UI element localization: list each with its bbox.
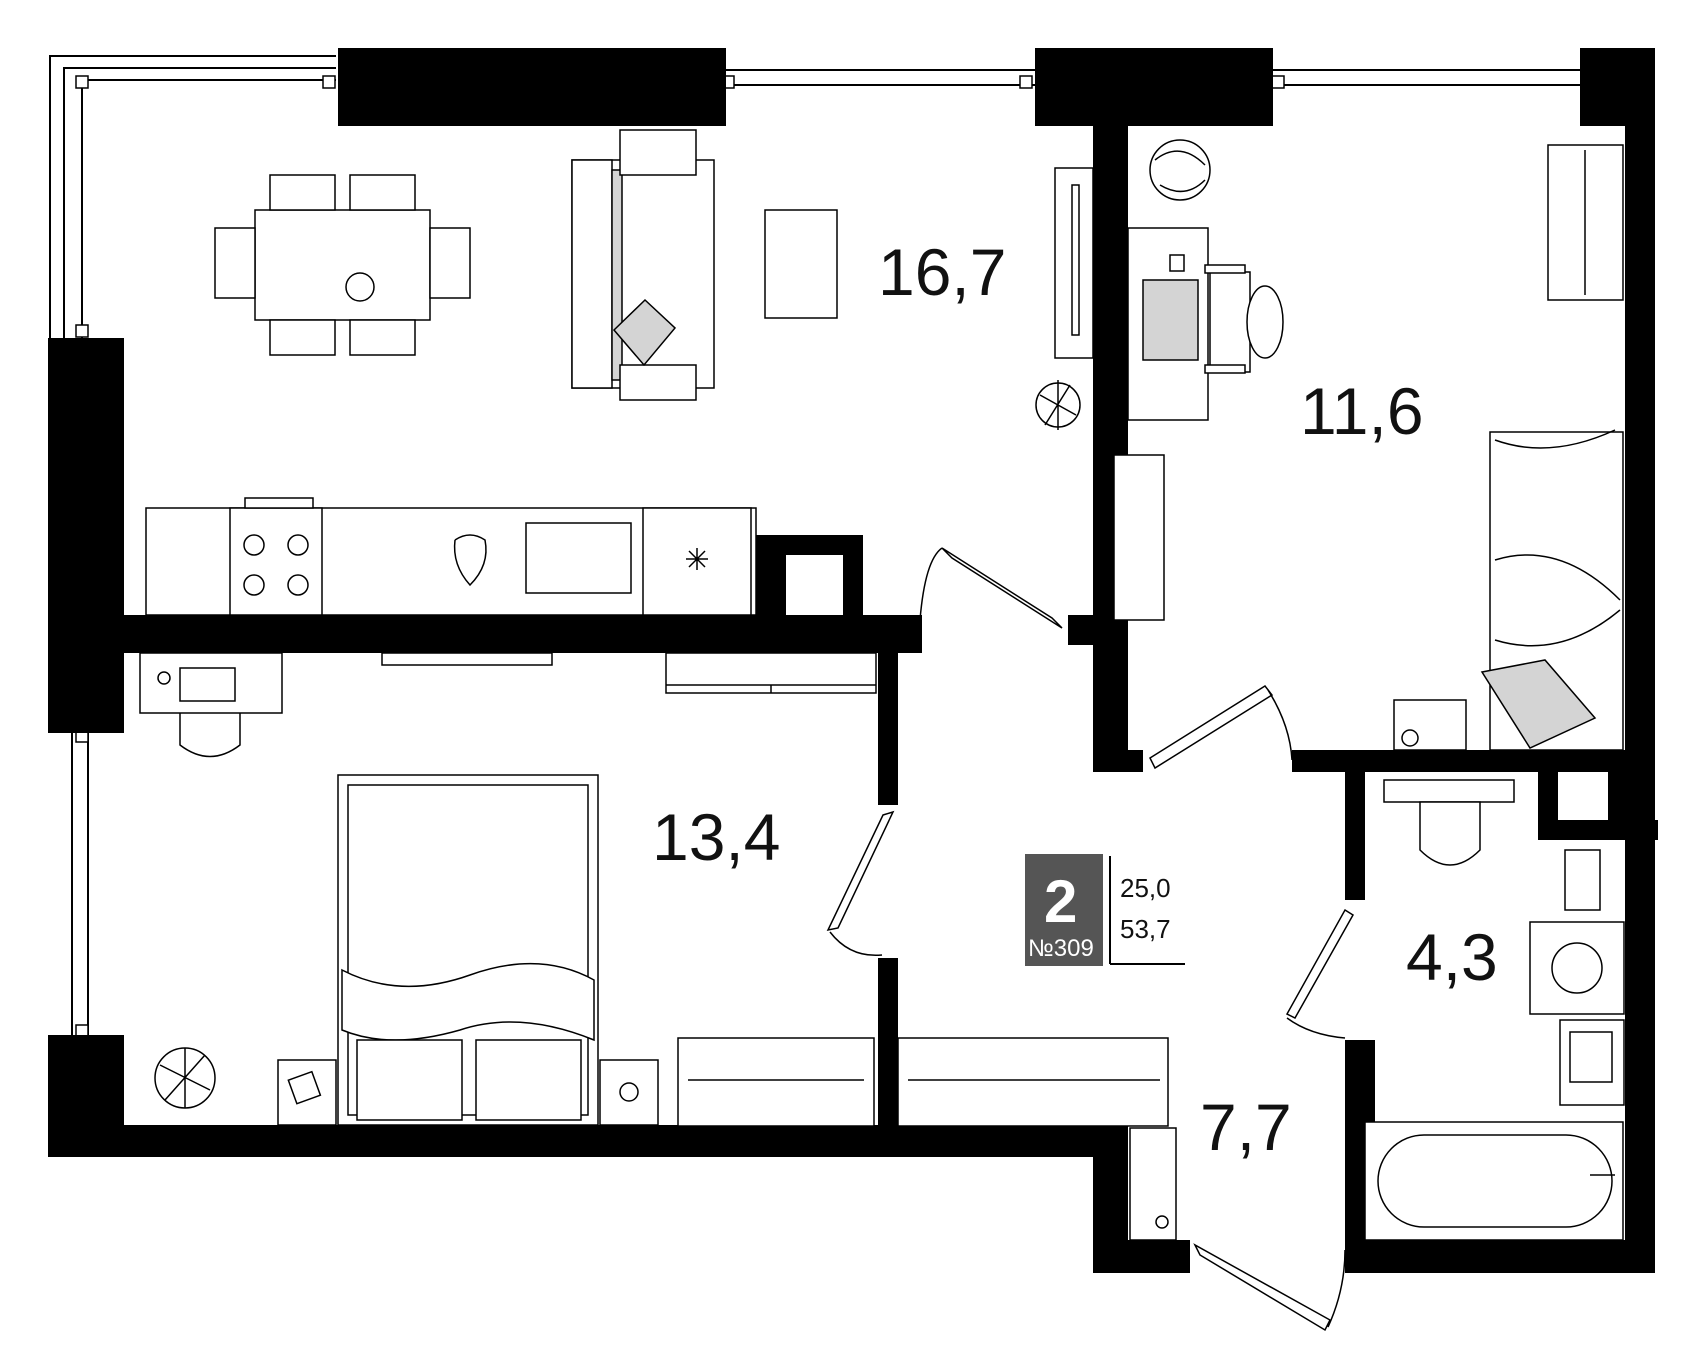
- vanity-desk: [139, 652, 283, 758]
- tv-cabinet: [1054, 167, 1094, 359]
- bathtub: [1364, 1121, 1624, 1241]
- wall-shelf: [381, 652, 553, 666]
- towel-rack: [1564, 849, 1601, 911]
- area-label-hallway: 7,7: [1200, 1090, 1292, 1164]
- doors: [826, 547, 1355, 1332]
- area-label-bathroom: 4,3: [1406, 920, 1498, 994]
- desk-with-chair: [1127, 227, 1284, 421]
- walls: [48, 48, 1658, 1273]
- apartment-badge: 2 №309 25,0 53,7: [1025, 854, 1185, 966]
- bookshelf: [1113, 454, 1165, 621]
- plant-icon-bedroom-small: [1149, 139, 1211, 201]
- radiator-bedroom: [677, 1037, 875, 1127]
- single-bed: [1480, 429, 1624, 751]
- living-area: 25,0: [1120, 873, 1171, 903]
- plant-icon-bedroom: [154, 1047, 216, 1109]
- washing-machine: [1529, 921, 1625, 1015]
- hallway-wardrobe: [897, 1037, 1169, 1127]
- electrical-panel: [1129, 1127, 1177, 1241]
- room-count: 2: [1044, 868, 1077, 935]
- sofa: [571, 129, 715, 401]
- nightstand-small: [1393, 699, 1467, 751]
- kitchen-counter: [145, 497, 757, 616]
- nightstand-left: [277, 1059, 337, 1126]
- plant-icon-living: [1035, 380, 1081, 430]
- double-bed: [337, 774, 599, 1126]
- area-label-living-kitchen: 16,7: [878, 235, 1006, 309]
- area-label-bedroom: 13,4: [652, 800, 780, 874]
- sink: [1559, 1019, 1625, 1106]
- wardrobe-small: [1547, 144, 1624, 301]
- nightstand-right: [599, 1059, 659, 1126]
- apartment-number: №309: [1028, 935, 1094, 962]
- toilet: [1383, 779, 1515, 866]
- dining-table: [214, 174, 471, 356]
- coffee-table: [764, 209, 838, 319]
- dresser: [665, 652, 877, 694]
- total-area: 53,7: [1120, 914, 1171, 944]
- area-label-bedroom-small: 11,6: [1300, 374, 1424, 448]
